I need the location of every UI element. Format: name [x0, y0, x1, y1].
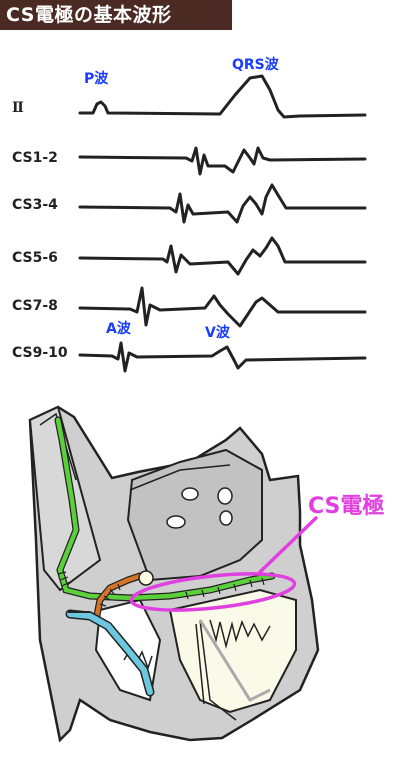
waveform-cs1-2: [78, 146, 367, 176]
p-wave-label: P波: [84, 71, 109, 87]
lead-label-cs3-4: CS3-4: [12, 197, 58, 213]
cs-electrode-highlight: [129, 572, 297, 612]
lead-label-cs9-10: CS9-10: [12, 345, 68, 361]
pulmonary-vein-4: [219, 510, 233, 526]
cs-pointer-line: [258, 516, 318, 574]
lead-label-cs1-2: CS1-2: [12, 150, 58, 166]
lead-label-ii: Ⅱ: [12, 100, 24, 116]
pulmonary-vein-1: [181, 487, 199, 501]
catheter-tip: [138, 570, 154, 586]
lead-label-cs7-8: CS7-8: [12, 298, 58, 314]
waveform-cs5-6: [78, 236, 367, 276]
svc: [28, 405, 102, 592]
page-title: CS電極の基本波形: [0, 0, 232, 30]
pulmonary-vein-2: [217, 487, 233, 505]
cs-electrode-label: CS電極: [308, 494, 385, 519]
left-atrium: [126, 448, 263, 582]
waveform-cs3-4: [78, 183, 367, 224]
lead-label-cs5-6: CS5-6: [12, 250, 58, 266]
waveform-cs9-10: [78, 341, 367, 373]
qrs-wave-label: QRS波: [232, 57, 279, 73]
waveform-ii: [78, 74, 367, 119]
v-wave-label: V波: [205, 325, 230, 341]
a-wave-label: A波: [106, 321, 131, 337]
ecg-waveforms: [78, 74, 367, 373]
pulmonary-vein-3: [166, 515, 186, 529]
waveform-cs7-8: [78, 286, 367, 328]
